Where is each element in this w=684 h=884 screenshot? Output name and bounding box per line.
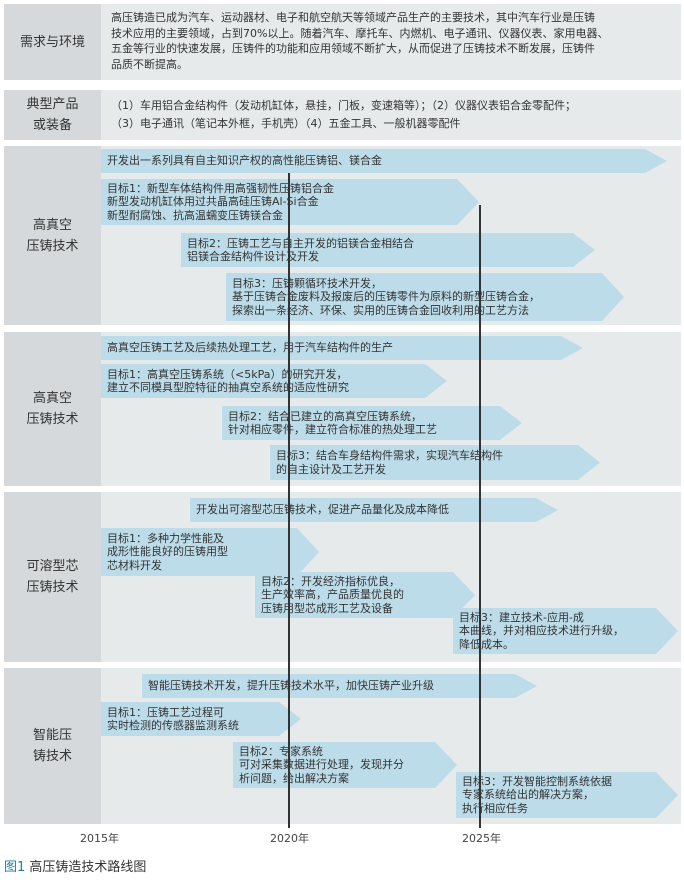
section-panel-products: （1）车用铝合金结构件（发动机缸体，悬挂，门板，变速箱等）；（2）仪器仪表铝合金… — [101, 90, 681, 140]
goal-2-arrow: 目标2：结合已建立的高真空压铸系统， 针对相应零件，建立符合标准的热处理工艺 — [222, 406, 522, 440]
axis-label-2015: 2015年 — [80, 832, 119, 845]
goal-3-arrow: 目标3：建立技术-应用-成 本曲线，并对相应技术进行升级， 降低成本。 — [453, 608, 678, 654]
goal-3-arrow: 目标3：开发智能控制系统依据 专家系统给出的解决方案， 执行相应任务 — [456, 772, 678, 818]
section-panel-demand: 高压铸造已成为汽车、运动器材、电子和航空航天等领域产品生产的主要技术，其中汽车行… — [101, 4, 681, 80]
goal-1-arrow: 目标1：新型车体结构件用高强韧性压铸铝合金 新型发动机缸体用过共晶高硅压铸Al-… — [101, 179, 479, 225]
goal-3-arrow: 目标3：结合车身结构件需求，实现汽车结构件 的自主设计及工艺开发 — [270, 445, 600, 480]
goal-1-arrow: 目标1：多种力学性能及 成形性能良好的压铸用型 芯材料开发 — [101, 528, 319, 576]
timeline-line-2025 — [479, 205, 481, 828]
axis-label-2025: 2025年 — [462, 832, 501, 845]
goal-2-arrow: 目标2：专家系统 可对采集数据进行处理，发现并分 析问题，给出解决方案 — [233, 742, 457, 788]
figure-caption: 图1 高压铸造技术路线图 — [4, 856, 146, 875]
timeline-line-2020 — [288, 173, 290, 828]
demand-text: 高压铸造已成为汽车、运动器材、电子和航空航天等领域产品生产的主要技术，其中汽车行… — [111, 11, 609, 71]
goal-1-arrow: 目标1：压铸工艺过程可 实时检测的传感器监测系统 — [101, 702, 301, 736]
section-label-products: 典型产品 或装备 — [4, 90, 101, 140]
products-text: （1）车用铝合金结构件（发动机缸体，悬挂，门板，变速箱等）；（2）仪器仪表铝合金… — [111, 99, 576, 130]
goal-overall-arrow: 智能压铸技术开发，提升压铸技术水平，加快压铸产业升级 — [142, 674, 537, 698]
section-label-high-vacuum-2: 高真空 压铸技术 — [4, 332, 101, 486]
goal-overall-arrow: 高真空压铸工艺及后续热处理工艺，用于汽车结构件的生产 — [101, 336, 583, 360]
section-label-smart: 智能压 铸技术 — [4, 668, 101, 824]
goal-2-arrow: 目标2：压铸工艺与自主开发的铝镁合金相结合 铝镁合金结构件设计及开发 — [181, 233, 595, 267]
section-label-high-vacuum-1: 高真空 压铸技术 — [4, 146, 101, 325]
goal-overall-arrow: 开发出可溶型芯压铸技术，促进产品量化及成本降低 — [190, 498, 558, 522]
figure-number: 图1 — [4, 860, 26, 875]
goal-overall-arrow: 开发出一系列具有自主知识产权的高性能压铸铝、镁合金 — [101, 149, 667, 173]
goal-3-arrow: 目标3：压铸颗循环技术开发， 基于压铸合金废料及报废后的压铸零件为原料的新型压铸… — [226, 273, 624, 321]
section-label-soluble-core: 可溶型芯 压铸技术 — [4, 492, 101, 662]
axis-label-2020: 2020年 — [270, 832, 309, 845]
goal-2-arrow: 目标2：开发经济指标优良， 生产效率高，产品质量优良的 压铸用型芯成形工艺及设备 — [255, 572, 475, 618]
goal-1-arrow: 目标1：高真空压铸系统（<5kPa）的研究开发， 建立不同模具型腔特征的抽真空系… — [101, 364, 447, 398]
figure-title: 高压铸造技术路线图 — [29, 860, 147, 875]
section-label-demand: 需求与环境 — [4, 4, 101, 80]
